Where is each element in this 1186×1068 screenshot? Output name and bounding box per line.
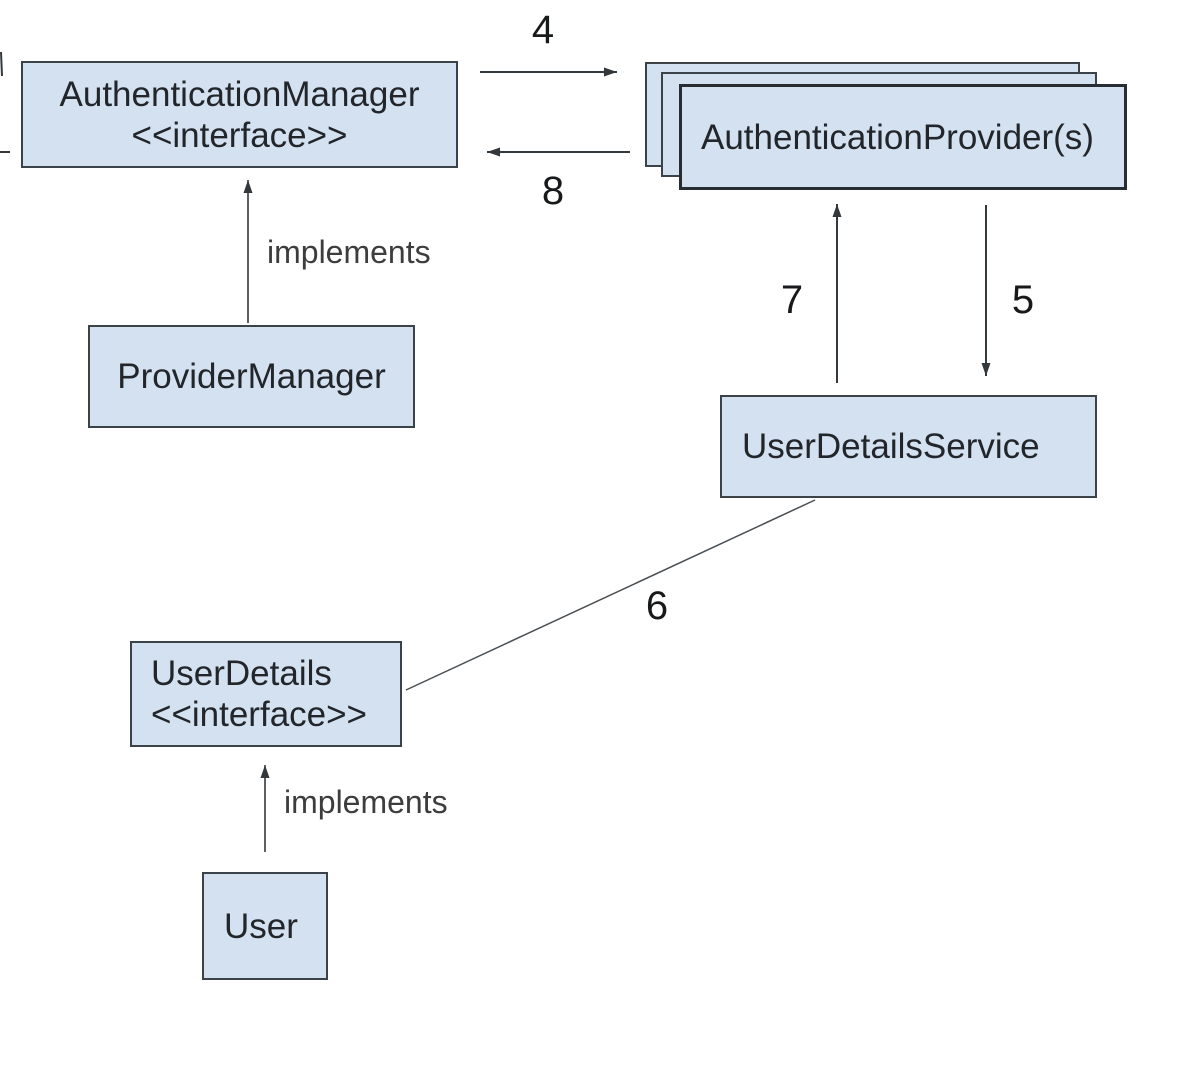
line-step-6 bbox=[405, 499, 816, 691]
node-provider-manager-name: ProviderManager bbox=[117, 357, 386, 396]
node-authentication-manager-name: AuthenticationManager bbox=[59, 74, 420, 114]
label-implements-user: implements bbox=[284, 784, 448, 820]
node-authentication-manager: AuthenticationManager <<interface>> bbox=[21, 61, 458, 168]
node-user-details-stereotype: <<interface>> bbox=[151, 695, 367, 734]
node-provider-manager: ProviderManager bbox=[88, 325, 415, 428]
label-step-8: 8 bbox=[541, 169, 565, 213]
node-user-details: UserDetails <<interface>> bbox=[130, 641, 402, 747]
label-step-4: 4 bbox=[531, 8, 555, 52]
node-authentication-provider-name: AuthenticationProvider(s) bbox=[701, 117, 1094, 157]
node-user-details-service: UserDetailsService bbox=[720, 395, 1097, 498]
node-user-details-service-name: UserDetailsService bbox=[742, 427, 1040, 466]
label-implements-provider-manager: implements bbox=[267, 234, 431, 270]
node-authentication-manager-stereotype: <<interface>> bbox=[131, 115, 348, 155]
label-step-5: 5 bbox=[1011, 278, 1035, 322]
node-authentication-provider: AuthenticationProvider(s) bbox=[679, 84, 1127, 190]
label-step-7: 7 bbox=[780, 278, 804, 322]
node-user-details-name: UserDetails bbox=[151, 654, 332, 693]
label-step-6: 6 bbox=[645, 584, 669, 628]
node-user: User bbox=[202, 872, 328, 980]
node-user-name: User bbox=[224, 906, 298, 946]
edge-fragment-left-vertical bbox=[0, 51, 3, 77]
